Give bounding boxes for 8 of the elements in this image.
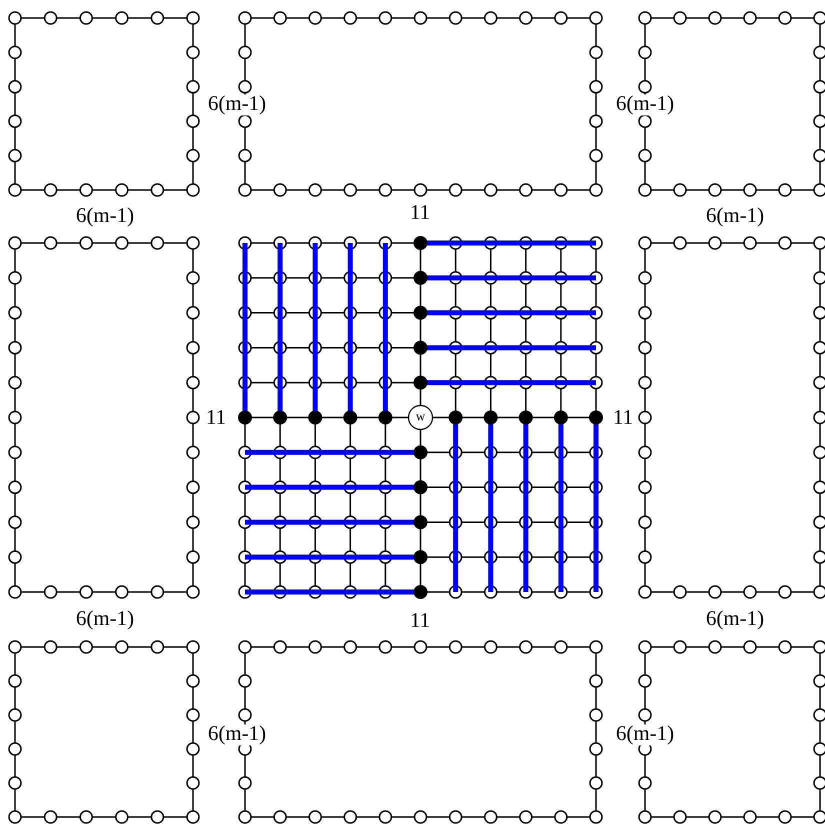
count-label: 11 bbox=[408, 204, 432, 220]
count-label: 11 bbox=[408, 612, 432, 628]
count-label: 6(m-1) bbox=[74, 610, 136, 630]
count-label: 11 bbox=[204, 409, 228, 425]
count-label: 11 bbox=[612, 409, 634, 425]
count-label: 6(m-1) bbox=[704, 610, 766, 630]
count-label: 6(m-1) bbox=[74, 206, 136, 228]
count-label: 6(m-1) bbox=[704, 206, 766, 228]
